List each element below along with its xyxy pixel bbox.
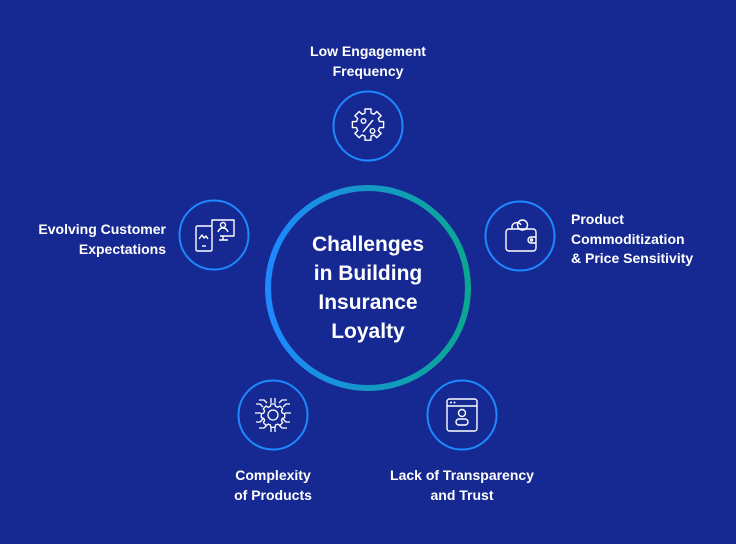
node-evolving-expectations xyxy=(178,199,250,271)
center-hub: Challenges in Building Insurance Loyalty xyxy=(263,183,473,393)
label-low-engagement: Low Engagement Frequency xyxy=(310,43,426,79)
label-commoditization: Product Commoditization & Price Sensitiv… xyxy=(571,211,694,266)
label-complexity: Complexity of Products xyxy=(234,467,312,503)
gear-circuit-icon xyxy=(237,379,309,451)
node-low-engagement xyxy=(332,90,404,162)
gear-percent-icon xyxy=(332,90,404,162)
center-ring xyxy=(265,185,471,391)
node-complexity xyxy=(237,379,309,451)
browser-profile-icon xyxy=(426,379,498,451)
node-transparency xyxy=(426,379,498,451)
label-evolving-expectations: Evolving Customer Expectations xyxy=(38,221,166,257)
wallet-coin-icon xyxy=(484,200,556,272)
node-commoditization xyxy=(484,200,556,272)
center-title: Challenges in Building Insurance Loyalty xyxy=(311,233,425,343)
devices-user-icon xyxy=(178,199,250,271)
label-transparency: Lack of Transparency and Trust xyxy=(390,467,534,503)
